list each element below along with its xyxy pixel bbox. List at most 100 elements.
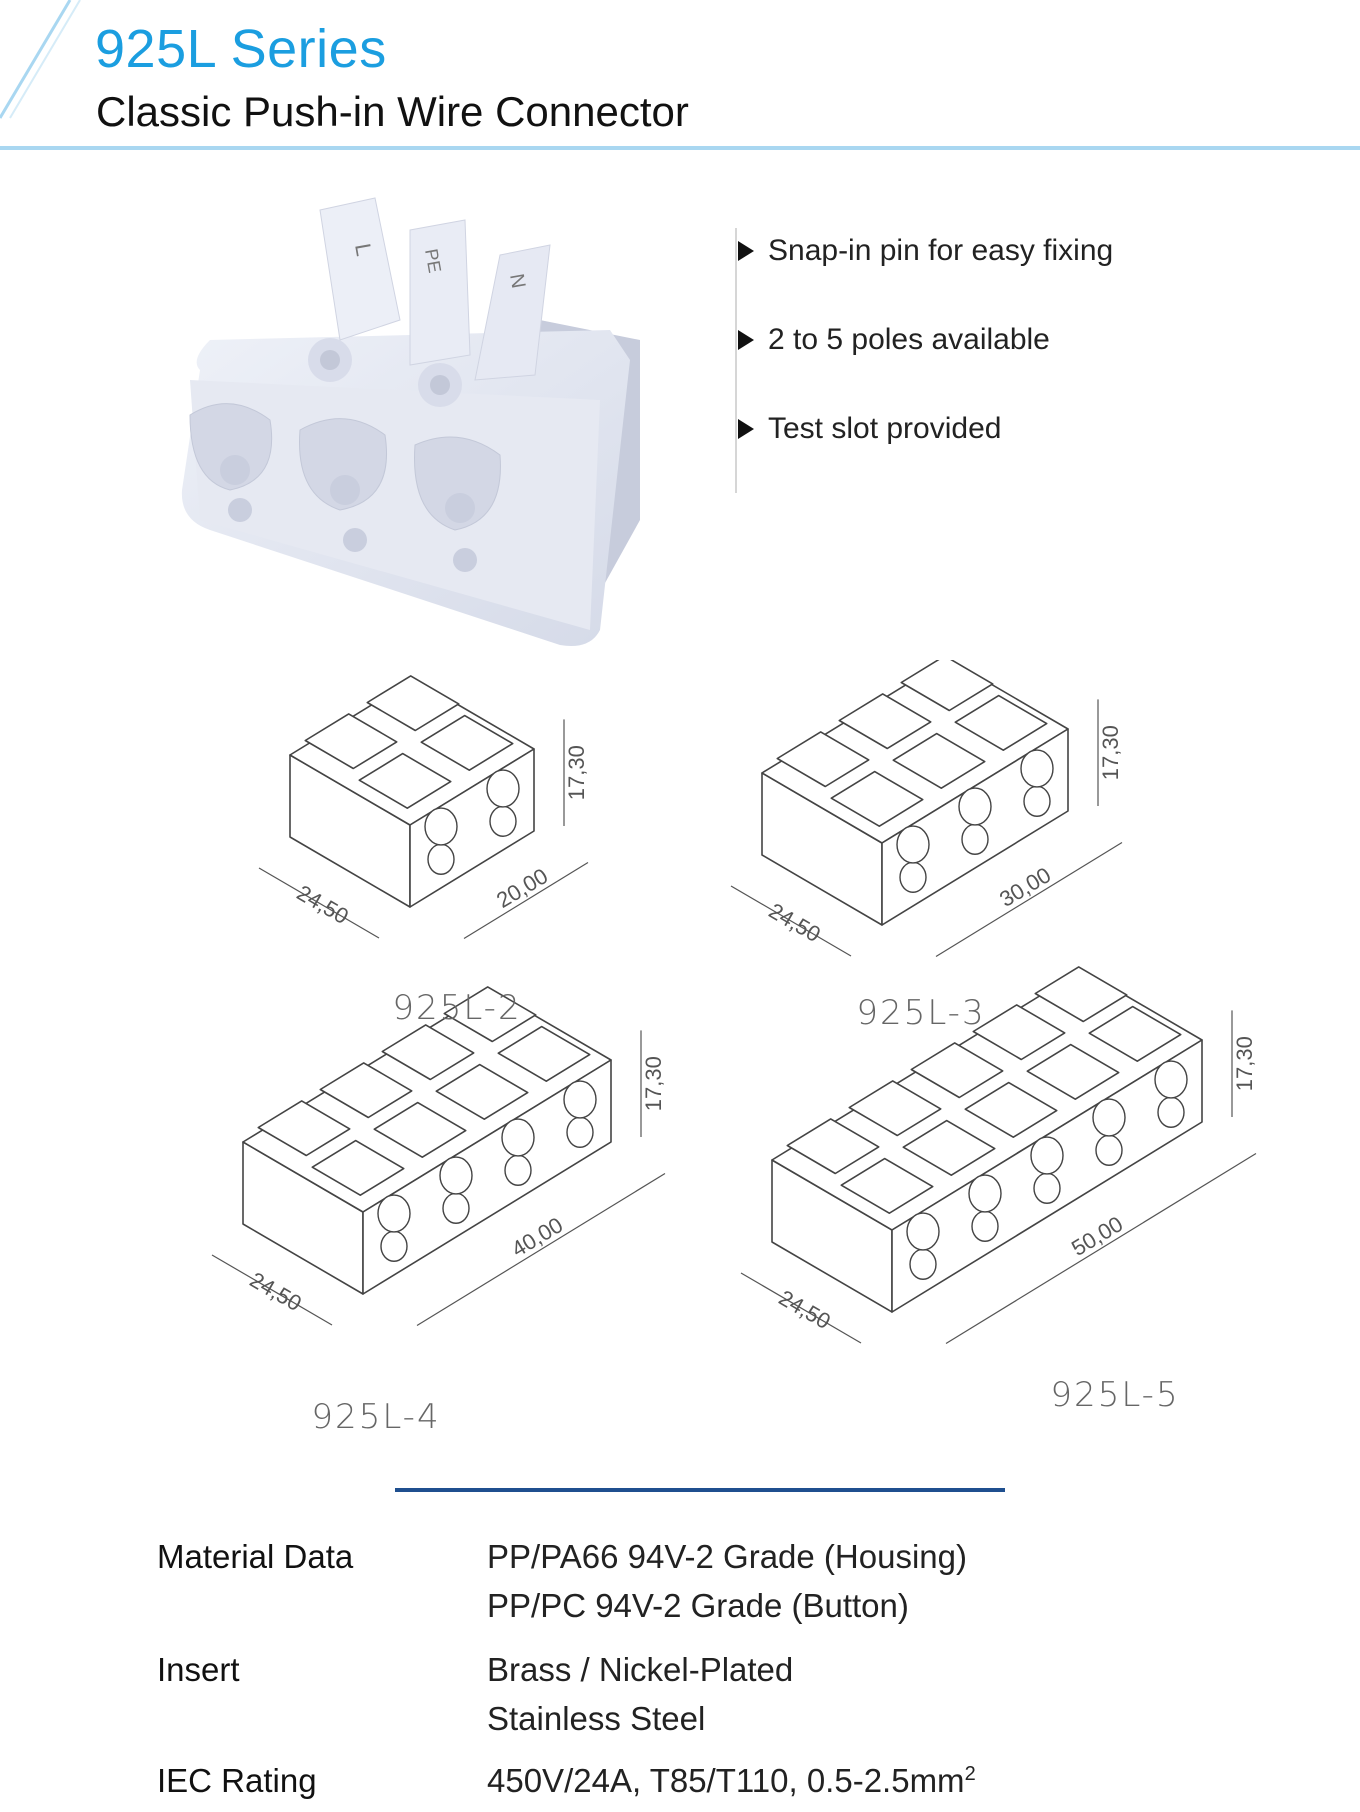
wire-entry-hole (1023, 785, 1051, 817)
iec-rating-text: 450V/24A, T85/T110, 0.5-2.5mm (487, 1762, 965, 1799)
wire-entry-hole (1092, 1098, 1126, 1137)
spec-value-iec: 450V/24A, T85/T110, 0.5-2.5mm2 (487, 1762, 976, 1800)
feature-text: 2 to 5 poles available (768, 323, 1050, 356)
wire-entry-hole (1095, 1134, 1123, 1166)
release-button (497, 1025, 591, 1083)
wire-entry-hole (896, 825, 930, 864)
wire-entry-hole (380, 1230, 408, 1262)
release-button (954, 694, 1048, 751)
wire-entry-hole (961, 823, 989, 855)
model-label: 925L-5 (1050, 1375, 1180, 1415)
depth-dimension: 24,50 (293, 880, 353, 929)
length-dimension-line (416, 1172, 666, 1327)
spec-label-iec: IEC Rating (157, 1762, 317, 1799)
lever-tab (257, 1100, 351, 1157)
wire-entry-hole (377, 1194, 411, 1233)
lever-tab (786, 1118, 880, 1175)
wire-entry-hole (1033, 1172, 1061, 1204)
lever-tab (443, 986, 537, 1043)
release-button (420, 714, 514, 771)
height-dimension: 17,30 (641, 1056, 666, 1111)
wire-entry-hole (968, 1174, 1002, 1213)
lever-mark-n: N (505, 272, 529, 290)
spec-value-material-button: PP/PC 94V-2 Grade (Button) (487, 1587, 909, 1624)
spec-value-insert-2: Stainless Steel (487, 1700, 706, 1737)
triangle-right-icon (738, 419, 754, 439)
wire-entry-hole (1030, 1136, 1064, 1175)
wire-entry-hole (442, 1192, 470, 1224)
depth-dimension: 24,50 (765, 898, 825, 947)
wire-entry-hole (1154, 1060, 1188, 1099)
length-dimension: 30,00 (995, 862, 1055, 912)
lever-tab (900, 660, 994, 712)
wire-entry-hole (504, 1154, 532, 1186)
wire-entry-hole (909, 1248, 937, 1280)
lever-n: N (474, 244, 551, 381)
series-title: 925L Series (95, 19, 387, 79)
release-button (892, 732, 986, 789)
front-face (362, 1059, 612, 1295)
lever-tab (366, 675, 460, 732)
wire-entry-hole (439, 1156, 473, 1195)
release-button (435, 1063, 529, 1121)
lever-l: L (319, 197, 401, 341)
feature-divider (735, 228, 737, 493)
lever-tab (1034, 966, 1128, 1023)
spec-label-insert: Insert (157, 1651, 240, 1688)
lever-mark-pe: PE (421, 247, 445, 274)
length-dimension-line (945, 1152, 1257, 1345)
product-photo: L PE N (181, 197, 640, 646)
triangle-right-icon (738, 241, 754, 261)
lever-tab (381, 1024, 475, 1081)
release-button (311, 1139, 405, 1197)
lever-tab (972, 1004, 1066, 1061)
wire-entry-hole (958, 787, 992, 826)
wire-entry-hole (971, 1210, 999, 1242)
length-dimension-line (935, 841, 1123, 958)
lever-tab (838, 693, 932, 750)
wire-entry-hole (906, 1212, 940, 1251)
lever-tab (776, 731, 870, 788)
feature-text: Snap-in pin for easy fixing (768, 234, 1114, 267)
spec-value-material-housing: PP/PA66 94V-2 Grade (Housing) (487, 1538, 967, 1575)
length-dimension: 40,00 (507, 1212, 567, 1262)
drawing-925l-2: 17,30 24,50 20,00 (258, 675, 589, 940)
height-dimension: 17,30 (1098, 725, 1123, 780)
release-button (902, 1119, 996, 1177)
wire-entry-hole (424, 807, 458, 846)
header-diagonal-decoration (0, 0, 81, 119)
feature-item: 2 to 5 poles available (738, 323, 1050, 357)
header-divider (0, 146, 1360, 150)
lever-tab (304, 713, 398, 770)
lever-tab (319, 1062, 413, 1119)
drawing-925l-3: 17,30 24,50 30,00 (730, 660, 1123, 958)
lever-mark-l: L (350, 242, 377, 258)
product-subtitle: Classic Push-in Wire Connector (96, 88, 689, 135)
model-label: 925L-2 (392, 988, 522, 1028)
depth-dimension-line (211, 1254, 333, 1326)
length-dimension: 20,00 (492, 863, 552, 913)
depth-dimension-line (258, 867, 380, 939)
dimension-drawings: 17,30 24,50 20,00 17,30 24,50 30,00 17,3… (211, 660, 1257, 1345)
wire-entry-hole (489, 805, 517, 837)
lever-tab (910, 1042, 1004, 1099)
drawing-925l-5: 17,30 24,50 50,00 (740, 966, 1257, 1345)
wire-entry-hole (563, 1080, 597, 1119)
depth-dimension-line (740, 1272, 862, 1344)
wire-entry-hole (1020, 749, 1054, 788)
feature-text: Test slot provided (768, 412, 1002, 445)
wire-entry-hole (899, 861, 927, 893)
wire-entry-hole (486, 769, 520, 808)
spec-divider (395, 1488, 1005, 1492)
depth-dimension-line (730, 885, 852, 957)
release-button (1088, 1005, 1182, 1063)
release-button (1026, 1043, 1120, 1101)
release-button (358, 752, 452, 809)
spec-value-insert-1: Brass / Nickel-Plated (487, 1651, 794, 1688)
lever-pe: PE (409, 219, 471, 366)
length-dimension: 50,00 (1067, 1211, 1127, 1261)
model-label: 925L-3 (856, 993, 986, 1033)
lever-tab (848, 1080, 942, 1137)
length-dimension-line (463, 861, 589, 940)
spec-label-material: Material Data (157, 1538, 354, 1575)
